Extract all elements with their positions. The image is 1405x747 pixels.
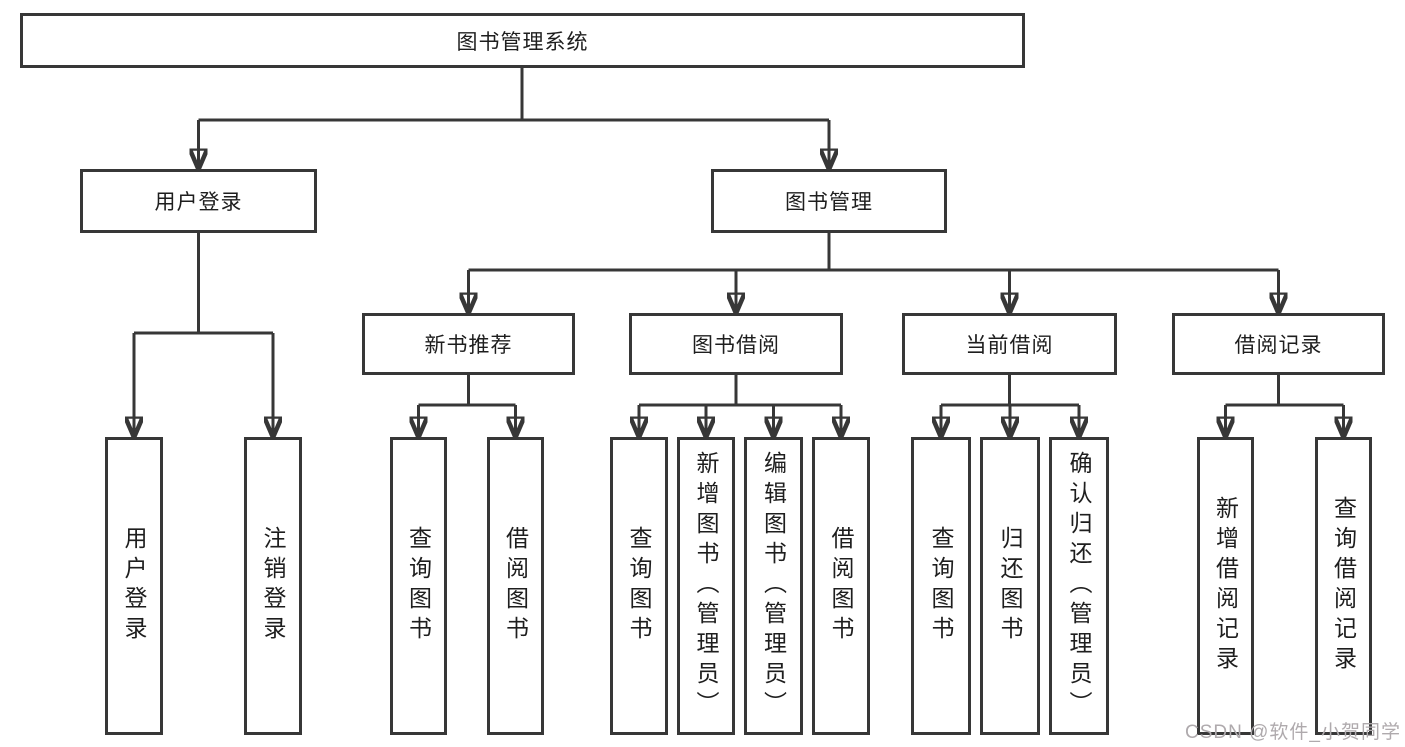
node-borrow-records-label: 借阅记录 <box>1234 334 1323 357</box>
leaf-logout-label: 注销登录 <box>260 526 286 646</box>
leaf-current-return-books-label: 归还图书 <box>997 526 1023 646</box>
node-current-borrow-label: 当前借阅 <box>965 334 1054 357</box>
leaf-records-query-record-label: 查询借阅记录 <box>1330 496 1357 676</box>
leaf-borrow-query-books: 查询图书 <box>610 437 668 735</box>
leaf-recommend-query-books-label: 查询图书 <box>405 526 432 646</box>
connector-new-book-recommend <box>418 375 516 407</box>
leaf-current-confirm-return-admin-label: 确认归还（管理员） <box>1066 451 1092 721</box>
leaf-user-login: 用户登录 <box>105 437 163 735</box>
leaf-borrow-borrow-books: 借阅图书 <box>812 437 870 735</box>
node-root-label: 图书管理系统 <box>456 30 589 54</box>
leaf-recommend-borrow-books: 借阅图书 <box>487 437 544 735</box>
leaf-recommend-borrow-books-label: 借阅图书 <box>502 526 529 646</box>
node-new-book-recommend: 新书推荐 <box>362 313 575 375</box>
leaf-borrow-add-books-admin-label: 新增图书（管理员） <box>693 451 719 721</box>
node-book-management-label: 图书管理 <box>785 191 873 214</box>
node-book-borrow: 图书借阅 <box>629 313 843 375</box>
leaf-recommend-query-books: 查询图书 <box>390 437 447 735</box>
connector-borrow-records <box>1225 375 1344 407</box>
leaf-borrow-borrow-books-label: 借阅图书 <box>828 526 854 646</box>
connector-user-login <box>134 233 273 335</box>
leaf-borrow-edit-books-admin-label: 编辑图书（管理员） <box>760 451 787 721</box>
leaf-records-add-record-label: 新增借阅记录 <box>1212 496 1239 676</box>
leaf-borrow-edit-books-admin: 编辑图书（管理员） <box>744 437 803 735</box>
node-book-borrow-label: 图书借阅 <box>692 334 780 357</box>
node-book-management: 图书管理 <box>711 169 947 233</box>
leaf-logout: 注销登录 <box>244 437 302 735</box>
leaf-records-query-record: 查询借阅记录 <box>1315 437 1372 735</box>
leaf-user-login-label: 用户登录 <box>121 526 147 646</box>
node-user-login-label: 用户登录 <box>154 191 243 214</box>
connector-root <box>198 68 829 122</box>
node-borrow-records: 借阅记录 <box>1172 313 1385 375</box>
leaf-current-confirm-return-admin: 确认归还（管理员） <box>1049 437 1109 735</box>
leaf-records-add-record: 新增借阅记录 <box>1197 437 1254 735</box>
connector-book-borrow <box>639 375 841 407</box>
node-root: 图书管理系统 <box>20 13 1025 68</box>
csdn-watermark: CSDN @软件_小贺同学 <box>1185 722 1401 743</box>
leaf-current-return-books: 归还图书 <box>980 437 1040 735</box>
leaf-current-query-books: 查询图书 <box>911 437 971 735</box>
node-user-login: 用户登录 <box>80 169 317 233</box>
node-current-borrow: 当前借阅 <box>902 313 1117 375</box>
node-new-book-recommend-label: 新书推荐 <box>424 334 513 357</box>
connector-current-borrow <box>941 375 1079 407</box>
connector-book-management <box>468 233 1279 272</box>
leaf-current-query-books-label: 查询图书 <box>928 526 954 646</box>
leaf-borrow-add-books-admin: 新增图书（管理员） <box>677 437 735 735</box>
leaf-borrow-query-books-label: 查询图书 <box>626 526 652 646</box>
